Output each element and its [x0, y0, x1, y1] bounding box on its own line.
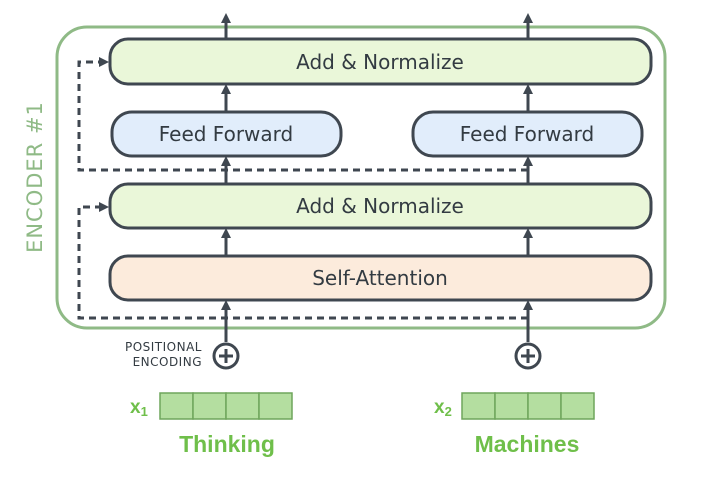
self-attention-label: Self-Attention [312, 266, 448, 290]
feed-forward-left-box: Feed Forward [110, 110, 343, 158]
positional-encoding-label-line2: ENCODING [133, 355, 202, 369]
plus-icon [212, 342, 240, 370]
feed-forward-right-label: Feed Forward [460, 122, 595, 146]
plus-icon [514, 342, 542, 370]
input-word-2: Machines [475, 431, 580, 457]
input-word-1: Thinking [179, 431, 275, 457]
self-attention-box: Self-Attention [108, 254, 653, 302]
embedding-cell [225, 392, 260, 420]
embedding-cell [494, 392, 529, 420]
feed-forward-right-box: Feed Forward [411, 110, 644, 158]
add-normalize-bottom-label: Add & Normalize [296, 194, 464, 218]
embedding-cell [461, 392, 496, 420]
add-normalize-top-label: Add & Normalize [296, 50, 464, 74]
embedding-cell [258, 392, 293, 420]
input-var-2: x2 [434, 397, 452, 419]
add-normalize-top-box: Add & Normalize [108, 37, 653, 86]
encoder-container [55, 25, 667, 330]
residual-connection-upper [77, 57, 528, 172]
feed-forward-left-label: Feed Forward [159, 122, 294, 146]
residual-connection-lower [77, 202, 528, 320]
embedding-cell [560, 392, 595, 420]
embedding-cell [192, 392, 227, 420]
input-embedding-1: x1 Thinking [130, 392, 293, 457]
input-embedding-2: x2 Machines [434, 392, 595, 457]
embedding-cell [159, 392, 194, 420]
input-var-1: x1 [130, 397, 148, 419]
embedding-cell [527, 392, 562, 420]
add-normalize-bottom-box: Add & Normalize [108, 182, 653, 230]
positional-encoding-label-line1: POSITIONAL [125, 340, 202, 354]
encoder-label: ENCODER #1 [23, 101, 47, 253]
